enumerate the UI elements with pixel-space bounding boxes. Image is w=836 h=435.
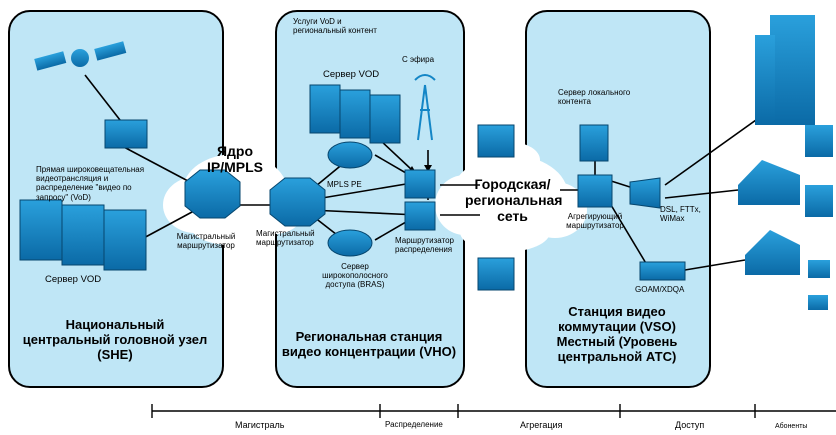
core-label: Ядро IP/MPLS xyxy=(206,143,263,176)
computer-icon xyxy=(808,260,830,278)
she-core-router-label: Магистральный маршрутизатор xyxy=(176,232,236,251)
bras-label: Сервер широкополосного доступа (BRAS) xyxy=(322,262,388,290)
access-label: DSL, FTTx, WiMax xyxy=(660,205,701,224)
timeline-access: Доступ xyxy=(675,420,705,430)
goam-icon xyxy=(639,261,686,281)
local-content-server-icon xyxy=(579,124,609,162)
vho-services-label: Услуги VoD и региональный контент xyxy=(293,17,377,36)
metro-switch-icon xyxy=(477,124,515,158)
office-building-icon xyxy=(755,15,815,125)
over-air-label: С эфира xyxy=(402,55,435,64)
she-vod-server-icon xyxy=(19,199,147,271)
satellite-icon xyxy=(34,41,127,71)
timeline-subscribers: Абоненты xyxy=(775,423,808,430)
timeline-trunk: Магистраль xyxy=(235,420,285,430)
vho-core-router-icon xyxy=(269,177,326,227)
goam-label: GOAM/XDQA xyxy=(635,285,685,294)
timeline-distribution: Распределение xyxy=(385,420,443,429)
dist-router-icon-2 xyxy=(404,201,436,231)
tv-icon-2 xyxy=(805,185,833,217)
metro-cloud xyxy=(435,142,587,252)
she-live-text: Прямая широковещательная видеотрансляция… xyxy=(36,165,145,202)
house-icon-2 xyxy=(745,230,800,275)
she-core-router-icon xyxy=(184,169,241,219)
mpls-pe-label: MPLS PE xyxy=(327,180,362,189)
local-server-label: Сервер локального контента xyxy=(558,88,631,107)
vho-title: Региональная станция видео концентрации … xyxy=(281,329,457,359)
timeline-aggregation: Агрегация xyxy=(520,420,563,430)
she-vod-server-label: Сервер VOD xyxy=(45,274,102,285)
dist-router-label: Маршрутизатор распределения xyxy=(395,236,454,255)
metro-label: Городская/ региональная сеть xyxy=(465,176,563,225)
bras-icon xyxy=(327,229,373,257)
vho-core-router-label: Магистральный маршрутизатор xyxy=(256,229,315,248)
timeline xyxy=(151,404,836,418)
antenna-tower-icon xyxy=(414,74,436,141)
agg-router-label: Агрегирующий маршрутизатор xyxy=(566,212,624,231)
vho-vod-server-label: Сервер VOD xyxy=(323,69,380,80)
phone-icon xyxy=(808,295,828,310)
she-title: Национальный центральный головной узел (… xyxy=(22,317,208,362)
agg-router-icon xyxy=(577,174,613,208)
vso-title: Станция видео коммутации (VSO) Местный (… xyxy=(556,304,678,364)
vho-vod-server-icon xyxy=(309,84,401,144)
tv-icon xyxy=(805,125,833,157)
encoder-icon xyxy=(104,119,148,149)
dist-router-icon xyxy=(404,169,436,199)
dslam-icon xyxy=(629,177,661,209)
metro-switch-icon-2 xyxy=(477,257,515,291)
mpls-pe-router-icon xyxy=(327,141,373,169)
house-icon xyxy=(738,160,800,205)
